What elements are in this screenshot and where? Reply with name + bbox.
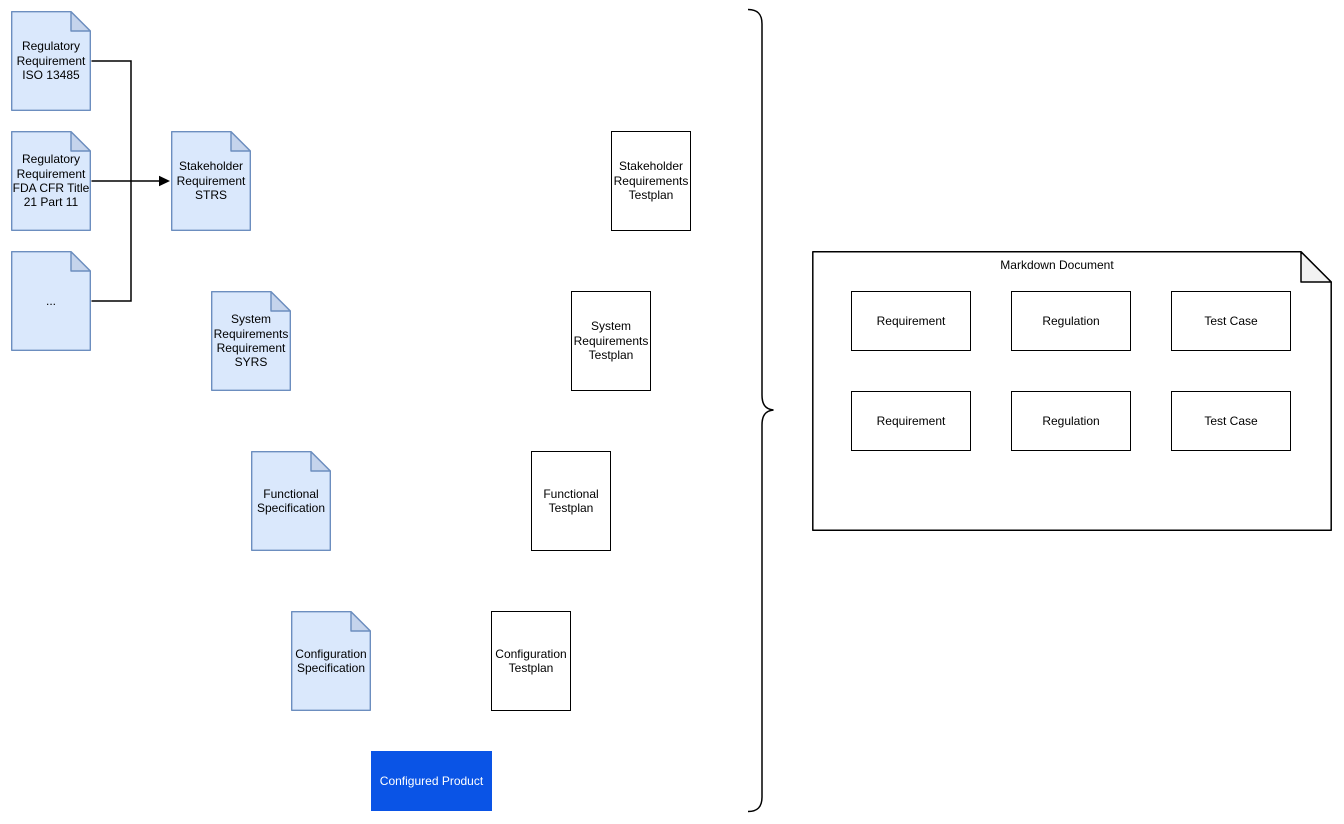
connector-merge-line [91, 60, 132, 302]
markdown-cell-test-case-2[interactable]: Test Case [1171, 391, 1291, 451]
doc-regulatory-requirement-iso-13485[interactable]: Regulatory Requirement ISO 13485 [11, 11, 91, 111]
markdown-cell-regulation-2[interactable]: Regulation [1011, 391, 1131, 451]
doc-system-requirements-syrs[interactable]: System Requirements Requirement SYRS [211, 291, 291, 391]
doc-regulatory-requirement-fda-cfr-21-11[interactable]: Regulatory Requirement FDA CFR Title 21 … [11, 131, 91, 231]
node-label: Stakeholder Requirements Testplan [613, 159, 689, 203]
node-label: Configuration Testplan [495, 646, 567, 675]
doc-functional-specification[interactable]: Functional Specification [251, 451, 331, 551]
doc-stakeholder-requirement-strs[interactable]: Stakeholder Requirement STRS [171, 131, 251, 231]
document-shape-icon [11, 251, 91, 351]
node-label: ... [45, 293, 56, 308]
document-shape-icon [11, 11, 91, 111]
box-functional-testplan[interactable]: Functional Testplan [531, 451, 611, 551]
document-shape-icon [291, 611, 371, 711]
document-shape-icon [251, 451, 331, 551]
node-configured-product[interactable]: Configured Product [371, 751, 492, 811]
markdown-cell-test-case-1[interactable]: Test Case [1171, 291, 1291, 351]
node-label: Stakeholder Requirement STRS [176, 159, 246, 203]
node-label: System Requirements Requirement SYRS [213, 312, 289, 370]
box-stakeholder-requirements-testplan[interactable]: Stakeholder Requirements Testplan [611, 131, 691, 231]
document-shape-icon [11, 131, 91, 231]
node-label: Regulatory Requirement FDA CFR Title 21 … [12, 152, 90, 210]
node-label: Regulatory Requirement ISO 13485 [16, 39, 86, 83]
node-label: Configuration Specification [295, 646, 367, 675]
markdown-cell-requirement-2[interactable]: Requirement [851, 391, 971, 451]
markdown-cell-requirement-1[interactable]: Requirement [851, 291, 971, 351]
doc-configuration-specification[interactable]: Configuration Specification [291, 611, 371, 711]
box-system-requirements-testplan[interactable]: System Requirements Testplan [571, 291, 651, 391]
doc-regulatory-requirement-ellipsis[interactable]: ... [11, 251, 91, 351]
markdown-cell-regulation-1[interactable]: Regulation [1011, 291, 1131, 351]
node-label: Functional Testplan [543, 486, 599, 515]
box-configuration-testplan[interactable]: Configuration Testplan [491, 611, 571, 711]
document-shape-icon [171, 131, 251, 231]
markdown-document[interactable]: Markdown Document Requirement Regulation… [812, 251, 1332, 531]
node-label: Functional Specification [256, 486, 326, 515]
node-label: System Requirements Testplan [573, 319, 649, 363]
arrowhead-icon [159, 175, 170, 187]
document-shape-icon [211, 291, 291, 391]
markdown-document-title: Markdown Document [1000, 258, 1114, 272]
curly-brace-icon [747, 8, 774, 813]
node-label: Configured Product [379, 774, 484, 788]
